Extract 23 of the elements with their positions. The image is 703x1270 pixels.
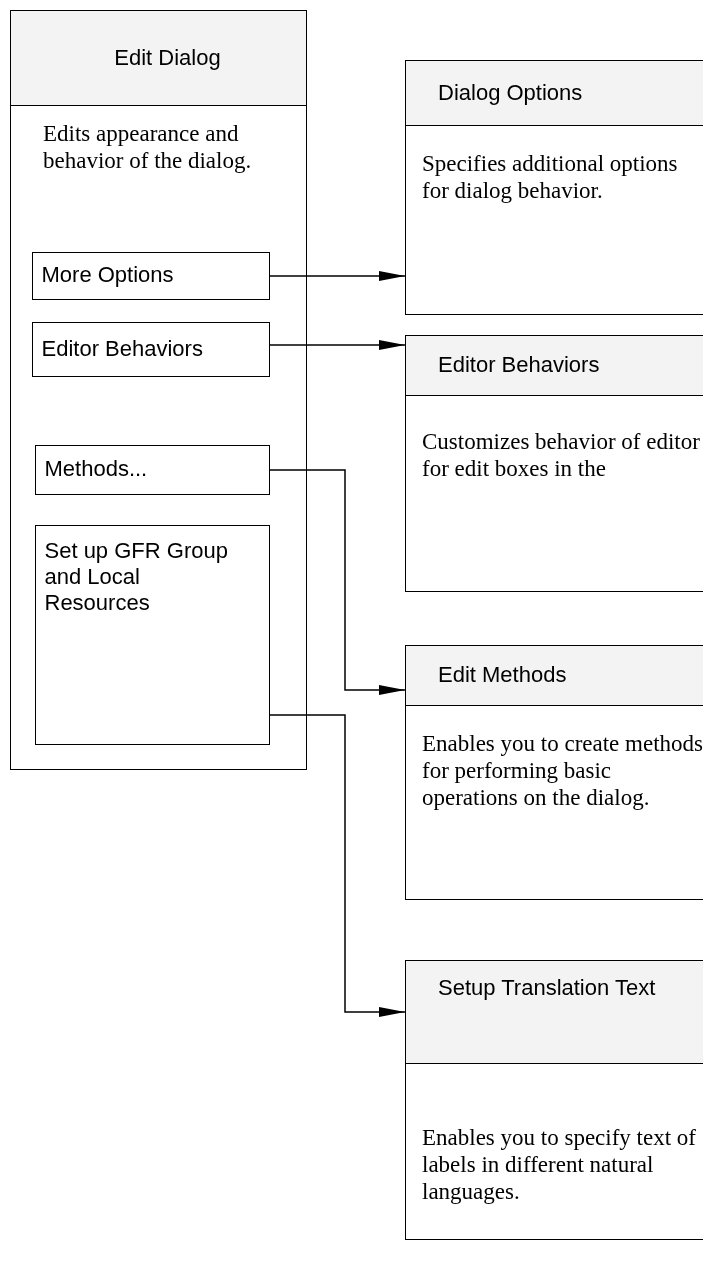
connector-arrow xyxy=(269,271,406,281)
panel-description: Edits appearance and behavior of the dialog. xyxy=(42,120,253,175)
panel-header: Dialog Options xyxy=(406,61,703,126)
option-box: More Options xyxy=(31,251,270,300)
dialog-panel xyxy=(10,10,307,770)
dialog-panel xyxy=(405,960,703,1240)
option-box: Methods... xyxy=(34,444,270,495)
dialog-panel xyxy=(405,335,703,592)
panel-description: Enables you to create methods for performing basic operations on the dialog. xyxy=(421,730,703,812)
connector-arrow xyxy=(269,340,406,350)
panel-header: Editor Behaviors xyxy=(406,336,703,396)
option-box: Set up GFR Group and Local Resources xyxy=(34,524,270,745)
panel-description: Enables you to specify text of labels in different natural languages. xyxy=(421,1124,697,1206)
connector-arrow xyxy=(269,714,406,1017)
panel-description: Specifies additional options for dialog behavior. xyxy=(421,150,679,205)
connector-arrow xyxy=(269,469,406,695)
panel-header: Edit Dialog xyxy=(11,11,306,106)
dialog-panel xyxy=(405,60,703,315)
panel-header: Setup Translation Text xyxy=(406,961,703,1064)
option-box: Editor Behaviors xyxy=(31,321,270,377)
panel-description: Customizes behavior of editor for edit boxes in the xyxy=(421,428,701,483)
panel-header: Edit Methods xyxy=(406,646,703,706)
dialog-panel xyxy=(405,645,703,900)
